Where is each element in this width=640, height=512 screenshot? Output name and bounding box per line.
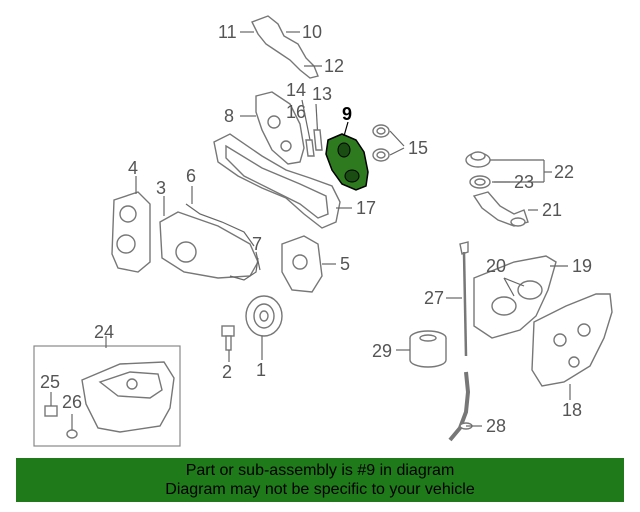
parts-diagram: 11 10 12 8 14 16 13 9 15 17	[33, 15, 613, 447]
part-4-cover[interactable]	[111, 191, 151, 273]
callout-9: 9	[342, 104, 352, 124]
callout-16: 16	[286, 102, 306, 122]
part-3-cover[interactable]	[159, 211, 259, 279]
callout-4: 4	[128, 158, 138, 178]
part-7-gasket[interactable]	[229, 257, 259, 281]
callout-26: 26	[62, 392, 82, 412]
callout-18: 18	[562, 400, 582, 420]
callout-17: 17	[356, 198, 376, 218]
callout-8: 8	[224, 106, 234, 126]
part-27-dipstick[interactable]	[459, 241, 469, 357]
callout-7: 7	[252, 234, 262, 254]
banner-line-2: Diagram may not be specific to your vehi…	[165, 481, 475, 498]
callout-6: 6	[186, 166, 196, 186]
part-25-drain-plug[interactable]	[44, 392, 58, 417]
callout-14: 14	[286, 80, 306, 100]
callout-13: 13	[312, 84, 332, 104]
callout-25: 25	[40, 372, 60, 392]
part-19-gasket-plate[interactable]	[473, 255, 557, 339]
part-1-pulley[interactable]	[245, 295, 283, 337]
part-5-cover[interactable]	[281, 235, 323, 293]
callout-15: 15	[408, 138, 428, 158]
info-banner: Part or sub-assembly is #9 in diagram Di…	[16, 458, 624, 502]
part-17-timing-belt[interactable]	[213, 133, 341, 229]
part-6-gasket[interactable]	[185, 203, 255, 247]
callout-5: 5	[340, 254, 350, 274]
part-26-gasket[interactable]	[66, 414, 78, 439]
callout-23: 23	[514, 172, 534, 192]
banner-line-1: Part or sub-assembly is #9 in diagram	[185, 462, 455, 479]
part-15-seals[interactable]	[372, 124, 390, 162]
callout-11: 11	[218, 22, 237, 42]
part-29-oil-filter[interactable]	[409, 330, 447, 368]
part-24-oil-pan[interactable]	[81, 361, 175, 433]
part-22-cap[interactable]	[465, 151, 491, 168]
callout-19: 19	[572, 256, 592, 276]
part-2-bolt[interactable]	[221, 325, 235, 351]
callout-29: 29	[372, 341, 392, 361]
callout-12: 12	[324, 56, 344, 76]
callout-24: 24	[94, 322, 114, 342]
callout-27: 27	[424, 288, 444, 308]
callout-1: 1	[256, 360, 266, 380]
part-10-gasket[interactable]	[251, 15, 319, 79]
part-21-filler-tube[interactable]	[472, 191, 529, 227]
part-13-seal[interactable]	[313, 129, 323, 151]
part-23-gasket[interactable]	[469, 175, 491, 189]
callout-10: 10	[302, 22, 322, 42]
part-18-oil-pump[interactable]	[531, 293, 613, 387]
callout-2: 2	[222, 362, 232, 382]
callout-3: 3	[156, 178, 166, 198]
callout-28: 28	[486, 416, 506, 436]
callout-22: 22	[554, 162, 574, 182]
callout-21: 21	[542, 200, 562, 220]
part-9-highlighted-cover[interactable]	[325, 133, 369, 191]
part-8-cover[interactable]	[255, 91, 305, 165]
part-16-bolt[interactable]	[305, 139, 315, 157]
callout-20: 20	[486, 256, 506, 276]
part-28-dipstick-tube[interactable]	[448, 371, 473, 442]
